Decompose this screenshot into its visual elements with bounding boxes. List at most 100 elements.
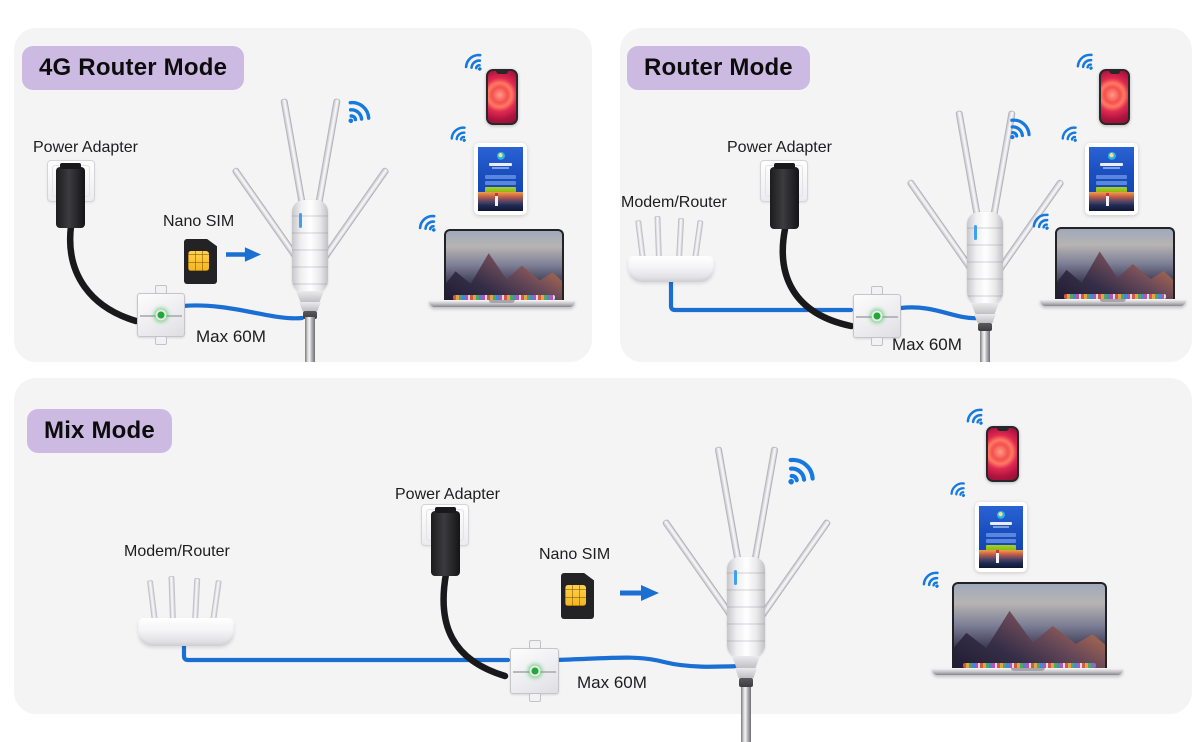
login-screen bbox=[979, 506, 1023, 568]
smartphone bbox=[486, 69, 518, 125]
dock bbox=[1063, 294, 1167, 299]
poe-led bbox=[871, 310, 883, 322]
smartphone bbox=[986, 426, 1019, 482]
ap-collar bbox=[299, 302, 321, 311]
modem-router-label: Modem/Router bbox=[124, 543, 230, 560]
login-button bbox=[986, 545, 1016, 552]
power-cable bbox=[66, 222, 140, 325]
nano-sim-label: Nano SIM bbox=[163, 213, 235, 230]
antenna bbox=[146, 579, 158, 623]
status-led bbox=[734, 570, 737, 585]
poe-led bbox=[155, 309, 167, 321]
password-field bbox=[485, 180, 516, 185]
power-adapter bbox=[56, 163, 85, 228]
lighthouse bbox=[995, 550, 999, 564]
mounting-pole bbox=[741, 687, 751, 742]
power-adapter-label: Power Adapter bbox=[33, 139, 138, 156]
app-logo bbox=[997, 510, 1005, 519]
max-distance-label: Max 60M bbox=[892, 335, 962, 354]
modem-body bbox=[628, 256, 714, 282]
lighthouse-photo bbox=[478, 192, 523, 211]
login-button bbox=[485, 187, 516, 194]
laptop-screen bbox=[444, 229, 564, 302]
lighthouse bbox=[495, 193, 499, 207]
dock bbox=[452, 295, 556, 300]
modem-router-label: Modem/Router bbox=[621, 194, 727, 211]
antenna bbox=[192, 577, 201, 623]
antenna bbox=[210, 579, 222, 623]
poe-injector bbox=[137, 293, 185, 337]
nano-sim-card bbox=[561, 573, 594, 619]
login-screen bbox=[478, 147, 523, 211]
power-adapter-label: Power Adapter bbox=[395, 486, 500, 503]
login-screen bbox=[1089, 147, 1134, 211]
username-field bbox=[485, 175, 516, 180]
ap-mount bbox=[739, 678, 753, 687]
mode-badge-mix: Mix Mode bbox=[27, 409, 172, 453]
poe-led bbox=[529, 665, 540, 677]
ap-collar bbox=[974, 314, 996, 323]
app-logo bbox=[1107, 152, 1116, 161]
outdoor-4g-router bbox=[967, 212, 1003, 304]
laptop bbox=[1039, 227, 1187, 306]
status-led bbox=[974, 225, 977, 240]
wallpaper-mountains bbox=[954, 610, 1105, 670]
outdoor-4g-router bbox=[292, 200, 328, 292]
laptop-base bbox=[428, 300, 576, 307]
modem-router bbox=[628, 215, 714, 282]
power-cable bbox=[440, 570, 509, 680]
wallpaper-mountains bbox=[446, 253, 562, 302]
login-button bbox=[1096, 187, 1127, 194]
tablet-login-screen bbox=[1085, 143, 1138, 215]
right-arrow-icon bbox=[226, 246, 262, 263]
antenna bbox=[676, 217, 685, 261]
password-field bbox=[986, 538, 1016, 543]
login-subtitle bbox=[492, 167, 509, 170]
mounting-pole bbox=[980, 331, 990, 362]
ethernet-cable bbox=[181, 642, 511, 663]
mode-badge-router: Router Mode bbox=[627, 46, 810, 90]
max-distance-label: Max 60M bbox=[577, 673, 647, 692]
mode-badge-4g-router: 4G Router Mode bbox=[22, 46, 245, 90]
power-adapter bbox=[770, 163, 799, 229]
login-subtitle bbox=[1103, 167, 1120, 170]
login-title bbox=[1099, 163, 1124, 166]
power-adapter bbox=[431, 507, 460, 576]
laptop bbox=[428, 229, 576, 307]
right-arrow-icon bbox=[620, 584, 660, 602]
laptop-base bbox=[1039, 299, 1187, 306]
modem-body bbox=[138, 618, 234, 646]
nano-sim-label: Nano SIM bbox=[539, 546, 611, 563]
dock bbox=[963, 663, 1096, 668]
login-subtitle bbox=[993, 525, 1009, 528]
power-adapter-label: Power Adapter bbox=[727, 139, 832, 156]
nano-sim-card bbox=[184, 239, 217, 284]
ap-collar bbox=[732, 656, 760, 668]
antenna bbox=[635, 219, 646, 261]
max-distance-label: Max 60M bbox=[196, 327, 266, 346]
laptop bbox=[932, 582, 1123, 675]
login-title bbox=[989, 521, 1013, 525]
ap-mount bbox=[978, 323, 992, 331]
mounting-pole bbox=[305, 317, 315, 362]
username-field bbox=[986, 533, 1016, 538]
poe-injector bbox=[510, 648, 559, 694]
username-field bbox=[1096, 175, 1127, 180]
laptop-screen bbox=[1055, 227, 1175, 301]
login-title bbox=[488, 163, 513, 166]
ethernet-cable bbox=[554, 655, 743, 669]
lighthouse bbox=[1106, 193, 1110, 207]
ap-collar bbox=[735, 668, 757, 678]
wallpaper-mountains bbox=[1057, 251, 1173, 301]
password-field bbox=[1096, 180, 1127, 185]
power-cable bbox=[779, 225, 855, 330]
ap-mount bbox=[303, 311, 317, 319]
app-logo bbox=[496, 152, 505, 161]
antenna bbox=[654, 215, 662, 261]
ethernet-cable bbox=[180, 303, 305, 321]
ethernet-cable bbox=[898, 305, 981, 321]
ap-collar bbox=[971, 303, 999, 314]
outdoor-4g-router bbox=[727, 557, 765, 657]
poe-injector bbox=[853, 294, 901, 338]
